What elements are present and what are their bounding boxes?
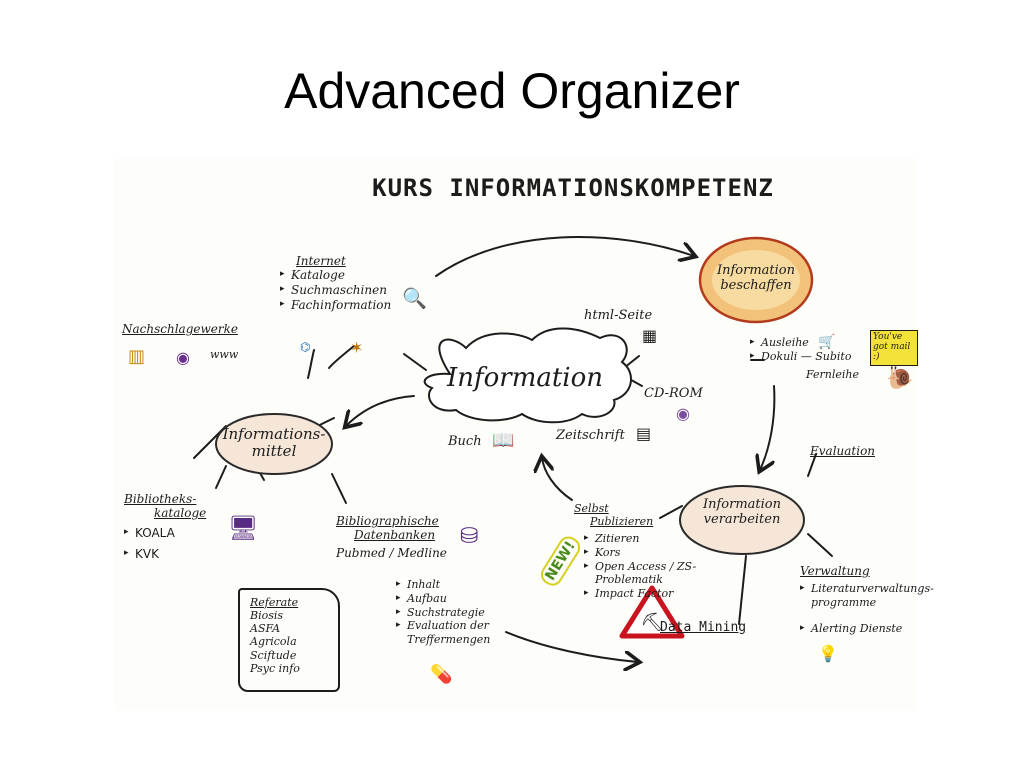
database-icon: ⛁ xyxy=(460,524,479,549)
referat-item: ASFA xyxy=(250,622,281,636)
publizieren-item: Zitieren xyxy=(584,532,702,546)
publizieren-item: Impact Factor xyxy=(584,587,702,601)
publizieren-line1: Selbst xyxy=(574,502,609,515)
nachschlagewerke-title: Nachschlagewerke xyxy=(122,322,238,336)
cart-icon: 🛒 xyxy=(818,334,836,350)
internet-list: Kataloge Suchmaschinen Fachinformation xyxy=(280,268,391,313)
starfish-icon: ✶ xyxy=(350,338,364,357)
computer-icon: 🖥 xyxy=(228,514,259,542)
publizieren-list: Zitieren Kors Open Access / ZS-Problemat… xyxy=(570,532,702,601)
bibliothekskataloge-line2: kataloge xyxy=(154,506,207,520)
arrow-to-beschaffen xyxy=(435,236,694,277)
referat-item: Biosis xyxy=(250,609,284,622)
beschaffen-line2: beschaffen xyxy=(720,277,792,293)
topic-item: Aufbau xyxy=(396,592,514,606)
beschaffen-section: Ausleihe Dokuli — Subito Fernleihe xyxy=(750,336,859,381)
verarbeiten-line1: Information xyxy=(702,497,782,512)
beschaffen-item: Ausleihe xyxy=(750,336,859,350)
verwaltung-item: Literaturverwaltungs-programme xyxy=(800,582,934,610)
publizieren-item: Kors xyxy=(584,546,702,560)
bibliothekskataloge-section: Bibliotheks- kataloge KOALA KVK xyxy=(124,492,206,562)
cd-icon: ◉ xyxy=(676,404,690,423)
topic-item: Suchstrategie xyxy=(396,606,514,620)
topic-item: Inhalt xyxy=(396,578,514,592)
datenbanken-topics: Inhalt Aufbau Suchstrategie Evaluation d… xyxy=(396,578,514,647)
publizieren-line2: Publizieren xyxy=(590,515,654,528)
internet-item: Fachinformation xyxy=(280,298,391,313)
datenbanken-subtitle: Pubmed / Medline xyxy=(336,546,447,560)
svg-text:⛏: ⛏ xyxy=(641,612,664,633)
datenbanken-line2: Datenbanken xyxy=(354,528,436,542)
mind-map-sketch: ⛏ Kurs Informationskompetenz Information… xyxy=(114,158,934,710)
disc-icon: ◉ xyxy=(176,348,190,367)
referate-list: Biosis ASFA Agricola Sciftude Psyc info xyxy=(250,609,338,675)
publizieren-item: Open Access / ZS-Problematik xyxy=(584,560,702,588)
magnifier-icon: 🔍 xyxy=(402,286,427,310)
datenbanken-section: Bibliographische Datenbanken Pubmed / Me… xyxy=(336,514,447,560)
arrow-to-information xyxy=(542,458,573,501)
beschaffen-line1: Information xyxy=(716,263,796,278)
books-icon: ▥ xyxy=(128,346,146,367)
verarbeiten-line2: verarbeiten xyxy=(703,511,781,527)
referat-item: Sciftude xyxy=(250,648,297,662)
beschaffen-item: Fernleihe xyxy=(806,367,860,381)
internet-title: Internet xyxy=(296,254,346,268)
html-seite-label: html-Seite xyxy=(584,308,653,323)
datenbanken-list: Inhalt Aufbau Suchstrategie Evaluation d… xyxy=(396,578,514,647)
katalog-item: KVK xyxy=(124,547,206,562)
beschaffen-node: Information beschaffen xyxy=(710,263,802,294)
lightbulb-icon: 💡 xyxy=(818,644,838,663)
beschaffen-item: Dokuli — Subito xyxy=(750,350,859,364)
connector-lines: ⛏ xyxy=(193,236,833,710)
warning-sign-icon xyxy=(619,585,685,639)
beschaffen-list: Ausleihe Dokuli — Subito xyxy=(750,336,859,364)
katalog-item: KOALA xyxy=(124,526,206,541)
informationsmittel-node: Informations- mittel xyxy=(216,425,332,461)
bibliothekskataloge-line1: Bibliotheks- xyxy=(124,492,197,506)
verarbeiten-node: Information verarbeiten xyxy=(686,497,798,528)
sketch-heading: Kurs Informationskompetenz xyxy=(372,174,774,202)
internet-item: Kataloge xyxy=(280,268,391,283)
www-label: www xyxy=(210,348,239,361)
information-cloud xyxy=(423,327,632,424)
referat-item: Agricola xyxy=(250,635,297,649)
publizieren-section: Selbst Publizieren Zitieren Kors Open Ac… xyxy=(570,502,702,601)
arrow-to-informationsmittel xyxy=(346,395,415,426)
journal-icon: ▤ xyxy=(636,424,652,443)
datenbanken-line1: Bibliographische xyxy=(336,514,439,528)
informationsmittel-line1: Informations- xyxy=(222,425,326,443)
slide-title: Advanced Organizer xyxy=(284,63,740,119)
network-icon: ⌬ xyxy=(300,340,311,354)
verwaltung-item: Alerting Dienste xyxy=(800,622,914,636)
nachschlagewerke-section: Nachschlagewerke xyxy=(122,322,238,336)
book-icon: 📖 xyxy=(492,430,515,451)
verwaltung-title: Verwaltung xyxy=(800,564,870,578)
referate-title: Referate xyxy=(250,596,299,609)
web-page-icon: ▦ xyxy=(642,326,658,345)
bibliothekskataloge-list: KOALA KVK xyxy=(124,526,206,562)
evaluation-label: Evaluation xyxy=(810,444,876,458)
data-mining-label: Data Mining xyxy=(660,620,747,635)
internet-section: Internet Kataloge Suchmaschinen Fachinfo… xyxy=(280,254,391,313)
buch-label: Buch xyxy=(448,434,482,449)
referate-box: Referate Biosis ASFA Agricola Sciftude P… xyxy=(238,588,340,692)
information-node: Information xyxy=(446,363,604,393)
verarbeiten-ellipse xyxy=(679,485,805,555)
informationsmittel-line2: mittel xyxy=(251,442,297,461)
referat-item: Psyc info xyxy=(250,661,300,675)
snail-icon: 🐌 xyxy=(886,366,914,391)
informationsmittel-ellipse xyxy=(215,413,333,475)
cd-rom-label: CD-ROM xyxy=(644,386,703,401)
zeitschrift-label: Zeitschrift xyxy=(556,428,625,443)
mail-sign: You've got mail :) xyxy=(870,330,918,366)
arrow-to-verarbeiten xyxy=(760,385,776,470)
verwaltung-list: Literaturverwaltungs-programme Alerting … xyxy=(800,582,934,636)
internet-item: Suchmaschinen xyxy=(280,283,391,298)
topic-item: Evaluation der Treffermengen xyxy=(396,619,514,647)
pills-icon: 💊 xyxy=(430,664,453,685)
verwaltung-section: Verwaltung Literaturverwaltungs-programm… xyxy=(800,564,934,636)
arrow-to-data-mining xyxy=(505,631,638,662)
